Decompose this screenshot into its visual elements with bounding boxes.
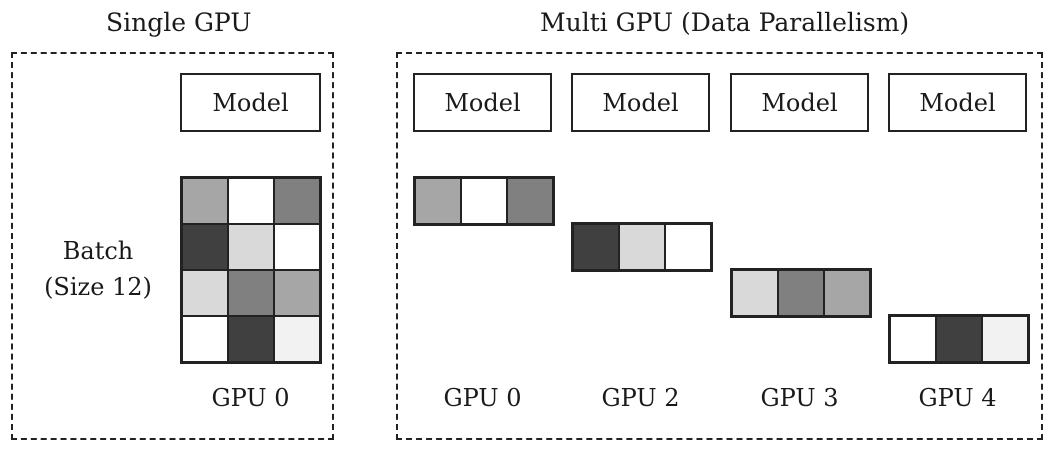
batch-cell xyxy=(182,316,228,362)
batch-grid xyxy=(180,176,322,364)
mini-batch-cell xyxy=(890,316,936,362)
single-model-label: Model xyxy=(212,88,289,117)
mini-batch-strip-0 xyxy=(413,176,555,226)
batch-cell xyxy=(228,178,274,224)
model-box-gpu-0: Model xyxy=(413,73,552,132)
model-box-gpu-3: Model xyxy=(888,73,1027,132)
mini-batch-cell xyxy=(665,224,711,270)
single-gpu-panel xyxy=(11,52,334,440)
model-label: Model xyxy=(919,88,996,117)
gpu-label-0: GPU 0 xyxy=(443,384,522,412)
gpu-label-3: GPU 4 xyxy=(918,384,997,412)
batch-cell xyxy=(274,178,320,224)
model-label: Model xyxy=(444,88,521,117)
mini-batch-strip-1 xyxy=(571,222,713,272)
batch-cell xyxy=(182,224,228,270)
batch-cell xyxy=(228,316,274,362)
batch-cell xyxy=(274,270,320,316)
model-box-gpu-2: Model xyxy=(730,73,869,132)
batch-label-line2: (Size 12) xyxy=(44,273,152,301)
batch-cell xyxy=(274,224,320,270)
single-gpu-title: Single GPU xyxy=(106,8,252,37)
batch-cell xyxy=(228,224,274,270)
model-label: Model xyxy=(602,88,679,117)
batch-label: Batch (Size 12) xyxy=(36,233,160,305)
batch-cell xyxy=(182,178,228,224)
gpu-label-2: GPU 3 xyxy=(760,384,839,412)
mini-batch-cell xyxy=(415,178,461,224)
model-label: Model xyxy=(761,88,838,117)
single-model-box: Model xyxy=(180,73,321,132)
batch-cell xyxy=(182,270,228,316)
mini-batch-cell xyxy=(824,270,870,316)
mini-batch-cell xyxy=(778,270,824,316)
single-gpu-label: GPU 0 xyxy=(211,384,290,412)
mini-batch-cell xyxy=(732,270,778,316)
mini-batch-strip-2 xyxy=(730,268,872,318)
mini-batch-cell xyxy=(982,316,1028,362)
batch-label-line1: Batch xyxy=(62,237,134,265)
mini-batch-cell xyxy=(619,224,665,270)
multi-gpu-title: Multi GPU (Data Parallelism) xyxy=(540,8,910,37)
gpu-label-1: GPU 2 xyxy=(601,384,680,412)
mini-batch-cell xyxy=(507,178,553,224)
model-box-gpu-1: Model xyxy=(571,73,710,132)
batch-cell xyxy=(228,270,274,316)
mini-batch-cell xyxy=(936,316,982,362)
mini-batch-cell xyxy=(461,178,507,224)
mini-batch-strip-3 xyxy=(888,314,1030,364)
multi-gpu-panel xyxy=(396,52,1043,440)
batch-cell xyxy=(274,316,320,362)
mini-batch-cell xyxy=(573,224,619,270)
